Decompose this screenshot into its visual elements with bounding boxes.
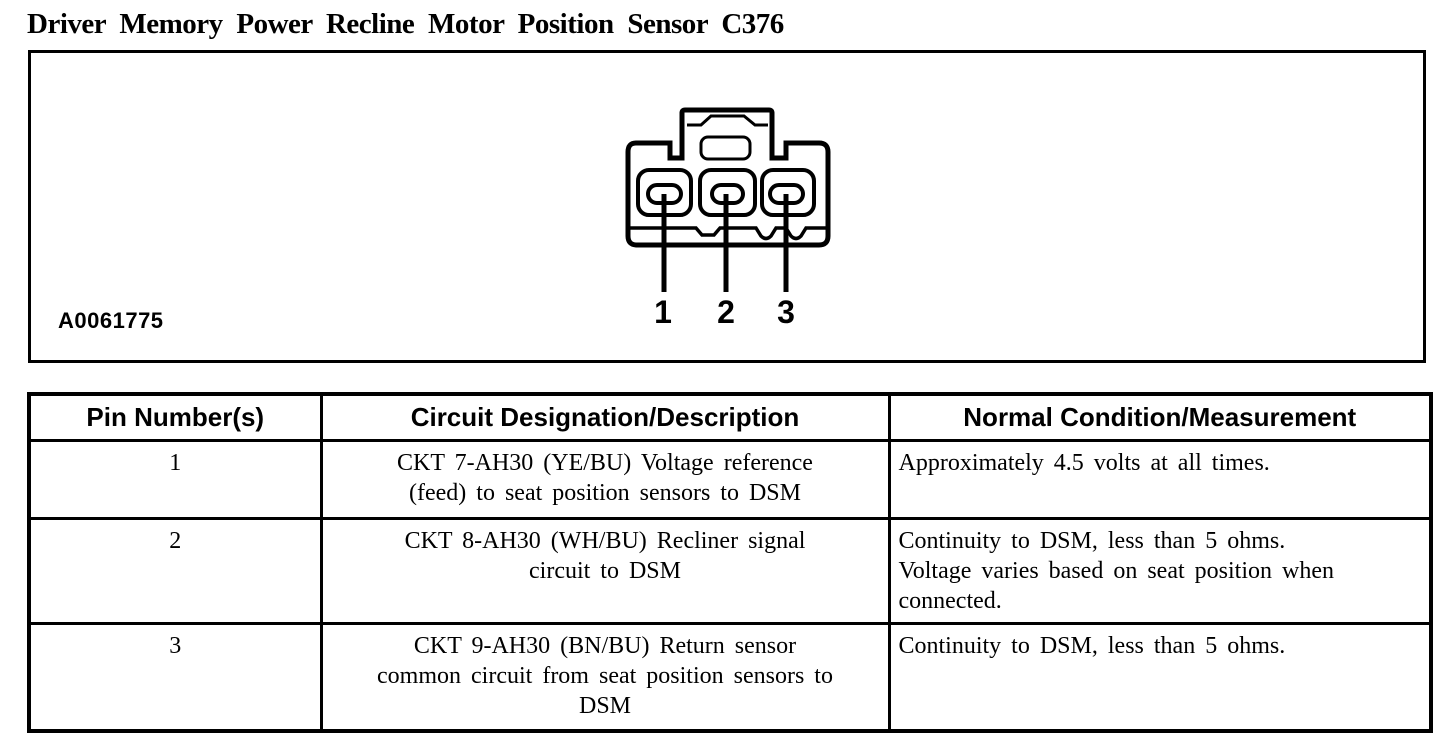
connector-diagram: 1 2 3 xyxy=(625,107,831,330)
pin-label-1: 1 xyxy=(654,294,672,330)
pin-cell: 1 xyxy=(27,438,323,520)
circuit-cell: CKT 8-AH30 (WH/BU) Recliner signal circu… xyxy=(319,516,891,625)
circuit-cell: CKT 9-AH30 (BN/BU) Return sensor common … xyxy=(319,621,891,733)
bottom-contour xyxy=(630,226,826,241)
condition-cell: Continuity to DSM, less than 5 ohms. xyxy=(887,621,1433,733)
pin-cell: 3 xyxy=(27,621,323,733)
lock-tab-chevron xyxy=(687,114,768,127)
connector-figure-frame: 1 2 3 A0061775 xyxy=(28,50,1426,363)
condition-cell: Approximately 4.5 volts at all times. xyxy=(887,438,1433,520)
page-title: Driver Memory Power Recline Motor Positi… xyxy=(27,8,784,40)
circuit-cell: CKT 7-AH30 (YE/BU) Voltage reference (fe… xyxy=(319,438,891,520)
figure-id-label: A0061775 xyxy=(58,308,164,333)
pin-cell: 2 xyxy=(27,516,323,625)
header-pin-number: Pin Number(s) xyxy=(27,392,323,442)
condition-cell: Continuity to DSM, less than 5 ohms. Vol… xyxy=(887,516,1433,625)
pin-label-3: 3 xyxy=(777,294,795,330)
pin-label-2: 2 xyxy=(717,294,735,330)
pinout-table: Pin Number(s) Circuit Designation/Descri… xyxy=(27,392,1433,733)
table-row: 1 CKT 7-AH30 (YE/BU) Voltage reference (… xyxy=(27,438,1433,520)
table-header-row: Pin Number(s) Circuit Designation/Descri… xyxy=(27,392,1433,442)
lock-tab-window xyxy=(699,135,752,161)
table-row: 3 CKT 9-AH30 (BN/BU) Return sensor commo… xyxy=(27,621,1433,733)
table-row: 2 CKT 8-AH30 (WH/BU) Recliner signal cir… xyxy=(27,516,1433,625)
header-circuit-designation: Circuit Designation/Description xyxy=(319,392,891,442)
header-normal-condition: Normal Condition/Measurement xyxy=(887,392,1433,442)
